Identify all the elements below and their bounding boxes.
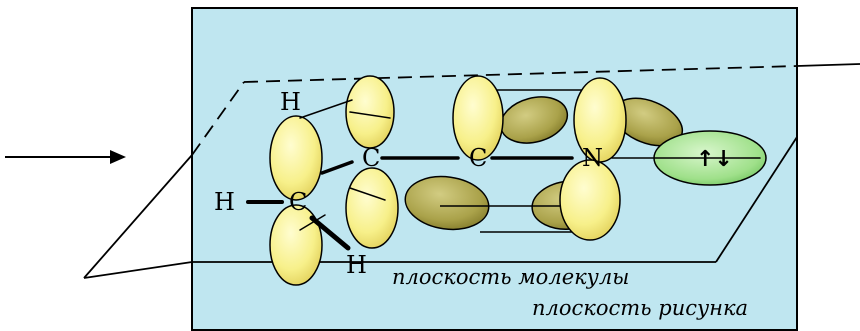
orbital-c3-upper — [452, 75, 504, 161]
bonds — [246, 99, 761, 251]
atom-c-left: C — [289, 188, 307, 216]
lone-pair-spin-icon: ↑↓ — [696, 147, 733, 172]
atom-c-middle: C — [362, 144, 380, 172]
orbital-n-lower — [559, 159, 621, 241]
view-arrow-icon — [5, 150, 126, 164]
atom-n: N — [582, 144, 603, 172]
atom-h-left: H — [214, 188, 235, 216]
orbital-c2-upper — [345, 75, 395, 149]
atom-c-right: C — [469, 144, 487, 172]
orbital-c2-lower — [345, 167, 399, 249]
sigma-orbitals — [269, 75, 627, 286]
figure-plane-label: плоскость рисунка — [532, 296, 748, 320]
atom-h-top: H — [280, 88, 301, 116]
orbital-c1-upper — [269, 115, 323, 201]
atom-h-bottom: H — [346, 251, 367, 279]
molecule-plane-label: плоскость молекулы — [392, 265, 629, 289]
